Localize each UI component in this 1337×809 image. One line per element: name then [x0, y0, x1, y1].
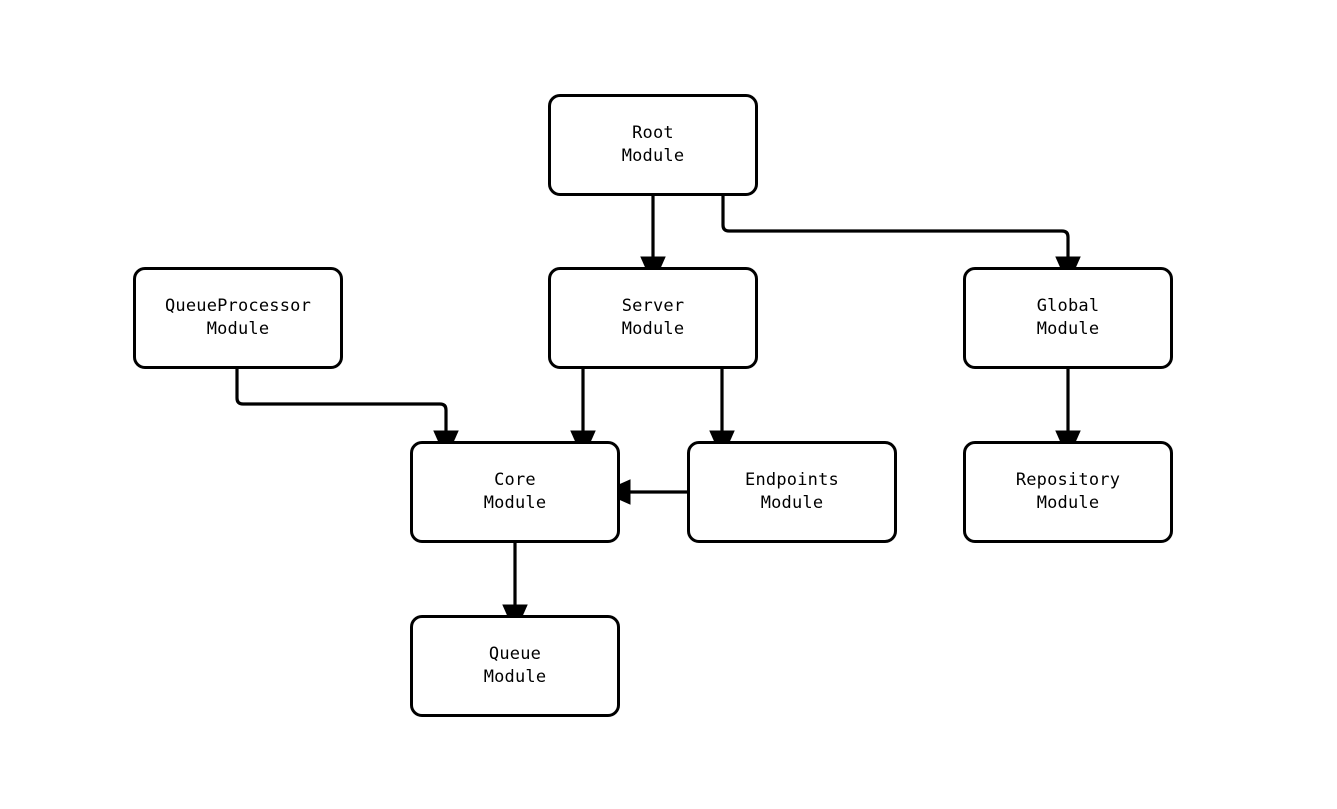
node-label-primary: Core: [494, 469, 536, 490]
node-label-primary: Global: [1036, 295, 1100, 316]
node-label-primary: Queue: [488, 643, 542, 664]
node-label-primary: Endpoints: [745, 469, 839, 490]
node-label-primary: Server: [621, 295, 685, 316]
node-label-secondary: Module: [1036, 319, 1100, 339]
node-label-secondary: Module: [206, 319, 270, 339]
node-label-secondary: Module: [1036, 493, 1100, 513]
node-label-secondary: Module: [483, 667, 547, 687]
node-label-secondary: Module: [760, 493, 824, 513]
node-label-primary: Repository: [1015, 469, 1121, 490]
node-label-primary: Root: [632, 122, 674, 143]
node-label-primary: QueueProcessor: [164, 295, 312, 316]
node-label-secondary: Module: [621, 146, 685, 166]
node-label-secondary: Module: [621, 319, 685, 339]
node-label-secondary: Module: [483, 493, 547, 513]
